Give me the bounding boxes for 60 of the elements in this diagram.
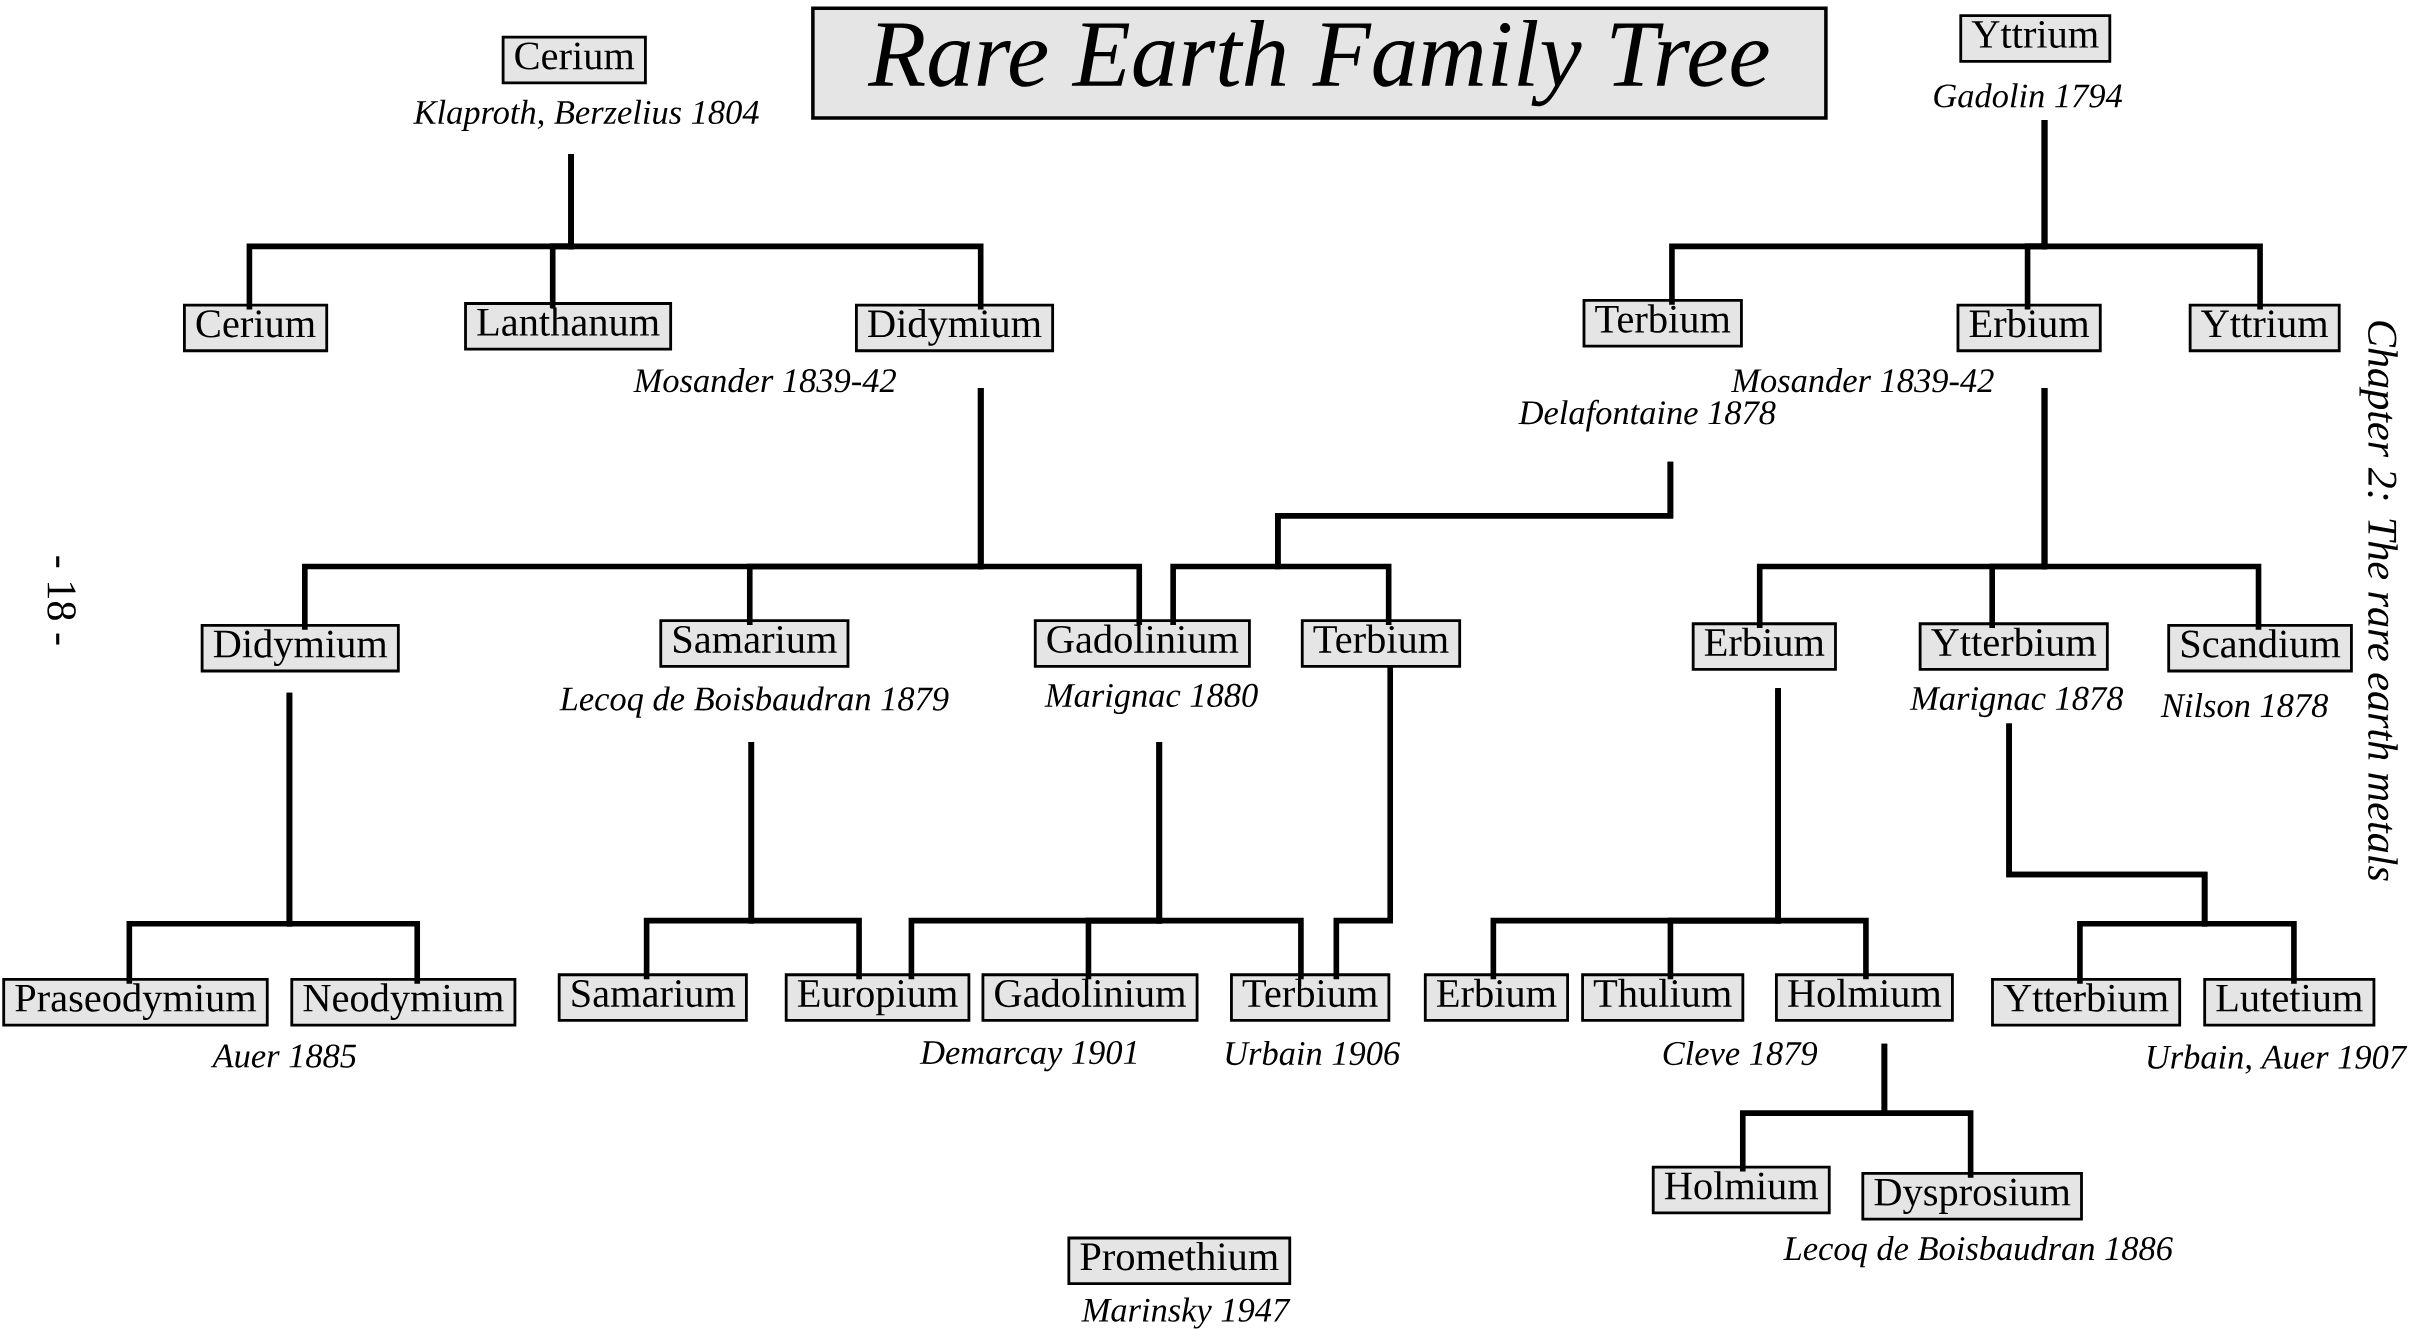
element-box: Holmium (1651, 1166, 1831, 1215)
element-box: Terbium (1230, 973, 1391, 1023)
page-number: - 18 - (47, 556, 76, 645)
discovery-note: Klaproth, Berzelius 1804 (413, 100, 759, 132)
discovery-note: Lecoq de Boisbaudran 1879 (559, 686, 949, 718)
discovery-note: Marignac 1878 (1909, 687, 2124, 718)
tree-line (1881, 1044, 1974, 1178)
discovery-note: Auer 1885 (210, 1044, 357, 1068)
element-box: Holmium (1774, 973, 1954, 1023)
discovery-note: Mosander 1839-42 (1730, 368, 1994, 393)
element-box: Dysprosium (1861, 1172, 2083, 1221)
element-box: Didymium (200, 624, 400, 673)
tree-line (2006, 723, 2297, 984)
discovery-note: Delafontaine 1878 (1518, 400, 1776, 432)
discovery-note: Marinsky 1947 (1081, 1297, 1291, 1329)
element-box: Samarium (659, 619, 850, 668)
element-box: Cerium (501, 35, 647, 85)
discovery-note: Lecoq de Boisbaudran 1886 (1783, 1236, 2173, 1268)
element-box: Gadolinium (1033, 619, 1251, 668)
discovery-note: Nilson 1878 (2160, 693, 2328, 718)
tree-line (1156, 742, 1304, 980)
element-box: Erbium (1956, 303, 2102, 353)
discovery-note: Urbain 1906 (1226, 1041, 1400, 1066)
element-box: Lanthanum (464, 302, 673, 351)
tree-line (1333, 666, 1393, 980)
discovery-note: Demarcay 1901 (919, 1041, 1137, 1072)
element-box: Erbium (1691, 622, 1837, 672)
tree-line (2041, 388, 2262, 630)
element-box: Yttrium (1959, 14, 2112, 63)
tree-line (1775, 688, 1869, 980)
discovery-note: Urbain, Auer 1907 (2148, 1044, 2408, 1074)
element-box: Samarium (557, 973, 748, 1023)
element-box: Scandium (2167, 624, 2353, 673)
element-box: Erbium (1423, 973, 1569, 1023)
element-box: Promethium (1067, 1236, 1292, 1286)
tree-line (568, 154, 984, 310)
element-box: Yttrium (2188, 303, 2341, 353)
title-box: Rare Earth Family Tree (811, 6, 1828, 120)
element-box: Terbium (1582, 299, 1743, 348)
discovery-note: Cleve 1879 (1663, 1041, 1818, 1066)
tree-line (286, 693, 421, 984)
tree-line (2041, 120, 2263, 310)
element-box: Terbium (1300, 619, 1462, 668)
element-box: Neodymium (290, 978, 517, 1027)
element-box: Didymium (855, 303, 1055, 353)
discovery-note: Marignac 1880 (1044, 684, 1258, 715)
chapter-heading: Chapter 2: The rare earth metals (2359, 321, 2398, 881)
element-box: Ytterbium (1918, 622, 2109, 672)
element-box: Praseodymium (2, 978, 269, 1027)
element-box: Thulium (1581, 973, 1745, 1023)
element-box: Europium (784, 973, 971, 1023)
discovery-note: Mosander 1839-42 (633, 368, 896, 393)
element-box: Ytterbium (1991, 978, 2182, 1027)
tree-line (977, 388, 1143, 626)
discovery-note: Gadolin 1794 (1934, 83, 2122, 108)
element-box: Gadolinium (981, 973, 1199, 1023)
tree-line (1275, 462, 1674, 626)
element-box: Lutetium (2203, 978, 2376, 1027)
element-box: Cerium (183, 303, 329, 353)
tree-line (748, 742, 862, 980)
